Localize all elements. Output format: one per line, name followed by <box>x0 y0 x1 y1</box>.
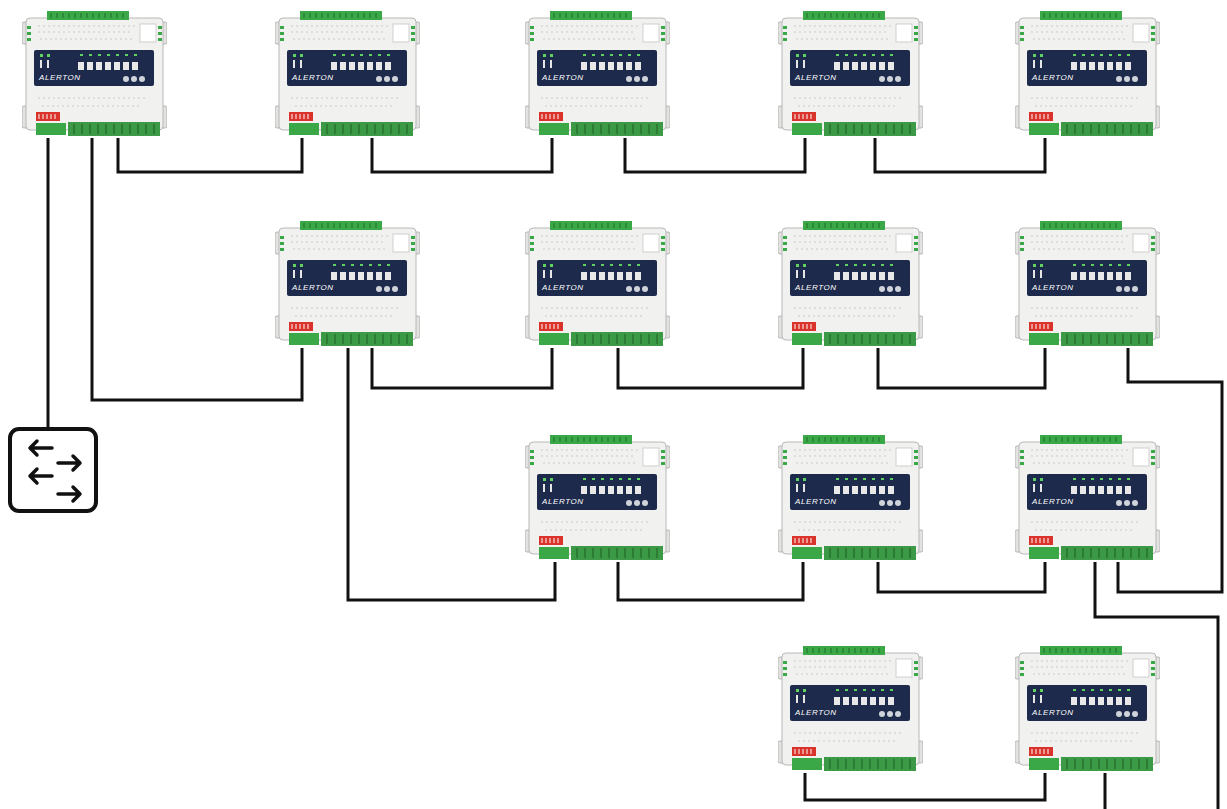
controller-box: ALERTON <box>1015 220 1160 348</box>
brand-label: ALERTON <box>292 283 334 293</box>
brand-label: ALERTON <box>542 497 584 507</box>
switch-wire <box>47 138 50 430</box>
bus-wire <box>878 562 1045 592</box>
brand-label: ALERTON <box>1032 283 1074 293</box>
bus-wire <box>875 138 1045 172</box>
controller-box: ALERTON <box>1015 645 1160 773</box>
controller-box: ALERTON <box>275 220 420 348</box>
bus-wire <box>118 138 302 172</box>
bus-wire <box>372 138 552 172</box>
brand-label: ALERTON <box>292 73 334 83</box>
controller-box: ALERTON <box>1015 10 1160 138</box>
trunk-wire <box>1104 773 1107 809</box>
network-switch-symbol <box>10 429 96 511</box>
bus-wire <box>625 138 805 172</box>
controller-box: ALERTON <box>275 10 420 138</box>
controller-box: ALERTON <box>778 220 923 348</box>
controller-box: ALERTON <box>778 434 923 562</box>
controller-box: ALERTON <box>22 10 167 138</box>
controller-box: ALERTON <box>525 220 670 348</box>
controller-box: ALERTON <box>778 645 923 773</box>
controller-box: ALERTON <box>525 434 670 562</box>
controller-box: ALERTON <box>525 10 670 138</box>
brand-label: ALERTON <box>795 708 837 718</box>
brand-label: ALERTON <box>542 283 584 293</box>
brand-label: ALERTON <box>795 73 837 83</box>
brand-label: ALERTON <box>39 73 81 83</box>
bus-wire <box>805 773 1045 800</box>
brand-label: ALERTON <box>1032 73 1074 83</box>
brand-label: ALERTON <box>795 497 837 507</box>
brand-label: ALERTON <box>795 283 837 293</box>
bus-wire <box>372 348 552 388</box>
bus-wire <box>878 348 1045 388</box>
brand-label: ALERTON <box>542 73 584 83</box>
controller-box: ALERTON <box>778 10 923 138</box>
controller-box: ALERTON <box>1015 434 1160 562</box>
bus-wire <box>348 348 555 600</box>
bus-wire <box>92 138 302 400</box>
bus-wire <box>618 348 803 388</box>
brand-label: ALERTON <box>1032 497 1074 507</box>
brand-label: ALERTON <box>1032 708 1074 718</box>
bus-wire <box>618 562 803 600</box>
